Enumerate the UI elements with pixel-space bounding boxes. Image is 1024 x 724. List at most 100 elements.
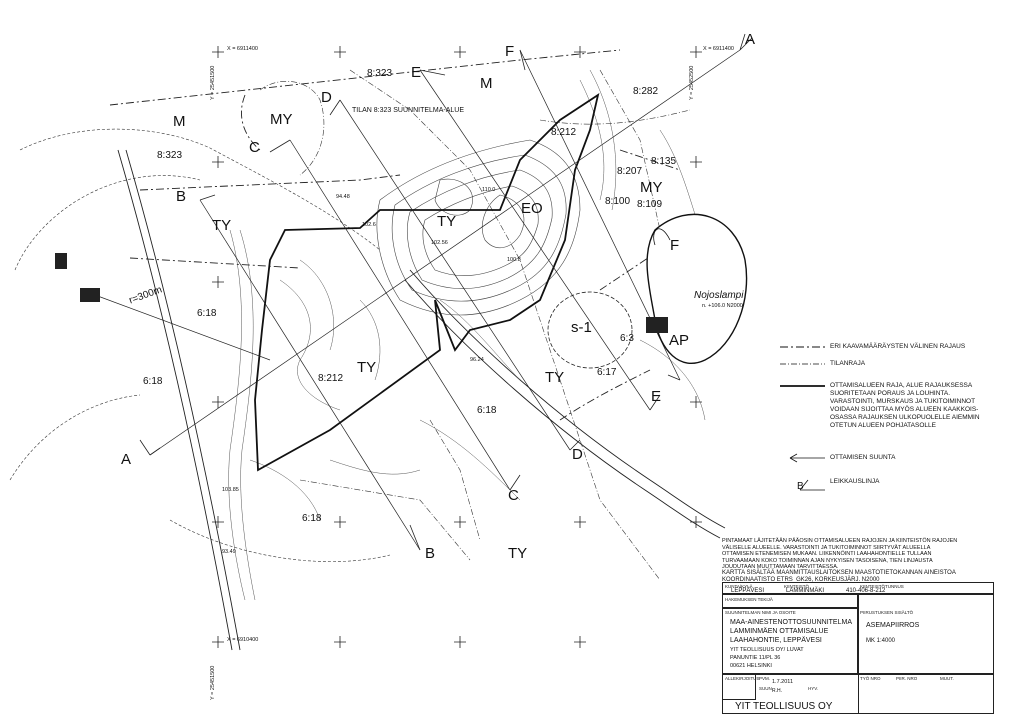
section-letter: F (670, 237, 680, 254)
tb-header: PIIR. NRO (896, 676, 918, 681)
tb-municipality: LEPPÄVESI (731, 588, 765, 594)
zone-label: s-1 (571, 319, 592, 336)
parcel-label: 8:212 (318, 373, 344, 384)
zone-label: MY (640, 179, 663, 196)
quarry-excavation (376, 139, 581, 316)
parcel-label: 6:17 (597, 367, 617, 378)
tb-plan-line: YIT TEOLLISUUS OY/ LUVAT (730, 647, 804, 653)
parcel-label: 6:18 (143, 376, 163, 387)
extraction-area-boundary (254, 93, 600, 472)
tb-drawn: R.H. (772, 688, 782, 694)
title-block-cell (722, 674, 756, 700)
title-block-row (722, 582, 994, 594)
section-letter: C (249, 139, 260, 156)
elevation-label: 110.0 (482, 187, 496, 193)
zone-label: M (173, 113, 186, 130)
zoning-boundaries (109, 49, 681, 421)
elevation-label: 102.56 (431, 240, 448, 246)
zone-label: TY (508, 545, 528, 562)
elevation-label: 93.49 (222, 549, 236, 555)
elevation-label: 94.48 (336, 194, 350, 200)
tb-property-id: 410-406-8-212 (846, 588, 886, 594)
parcel-label: 6:18 (197, 308, 217, 319)
lake-level: n. +106.0 N2000 (702, 303, 743, 309)
parcel-label: 8:212 (551, 127, 577, 138)
redaction-box (55, 253, 67, 269)
parcel-label: 8:207 (617, 166, 643, 177)
title-block-row (722, 608, 858, 674)
road (117, 149, 726, 651)
parcel-label: 8:323 (367, 68, 393, 79)
parcel-label: 8:282 (633, 86, 659, 97)
protected-area-s1 (547, 291, 633, 369)
tb-header: SUUNNITELMAN NIMI JA OSOITE (725, 610, 796, 615)
legend-section-line: LEIKKAUSLINJA (830, 478, 880, 485)
zone-label: TY (545, 369, 565, 386)
tb-header: MUUT. (940, 676, 954, 681)
section-letter: E (651, 388, 662, 405)
tb-plan-line: PANUNTIE 11/PL 36 (730, 655, 781, 661)
coordinate-label: X = 6911400 (227, 46, 258, 52)
tb-header: KIINTEISTÖ (784, 584, 810, 589)
tb-header: KIINTEISTÖTUNNUS (860, 584, 904, 589)
legend-section-letter: B (797, 481, 804, 492)
tb-plan-line: 00621 HELSINKI (730, 663, 772, 669)
zone-label: AP (669, 332, 690, 349)
tb-header: KUNTA/KYLÄ (725, 584, 753, 589)
tb-header: SUUN. (759, 686, 774, 691)
parcel-label: 6:18 (477, 405, 497, 416)
zone-label: M (480, 75, 493, 92)
lake-nojoslampi (646, 213, 748, 365)
radius-300m-circle (9, 128, 391, 562)
parcel-label: 8:109 (637, 199, 663, 210)
elevation-label: 102.6 (362, 222, 376, 228)
section-letter: C (508, 487, 519, 504)
title-block-row (858, 594, 994, 674)
section-letter: A (745, 31, 756, 48)
grid-crosses (212, 46, 702, 648)
parcel-label: 6:18 (302, 513, 322, 524)
tb-header: TYÖ NRO (860, 676, 881, 681)
zone-label: TY (437, 213, 457, 230)
coordinate-label: Y = 25452500 (689, 65, 695, 100)
title-block-cell (858, 674, 994, 714)
tb-header: HAKEMUKSEN TEKIJÄ (725, 597, 773, 602)
section-letter: B (425, 545, 436, 562)
zone-label: TY (357, 359, 377, 376)
map-source-note: KARTTA SISÄLTÄÄ MAANMITTAUSLAITOKSEN MAA… (722, 570, 956, 583)
legend-zoning-boundary: ERI KAAVAMÄÄRÄYSTEN VÄLINEN RAJAUS (830, 343, 966, 350)
tb-header: HYV. (808, 686, 819, 691)
tb-header: ALLEKIRJOITUS (725, 676, 760, 681)
redaction-box (80, 288, 100, 302)
section-letter: E (411, 64, 422, 81)
coordinate-label: Y = 25451500 (210, 65, 216, 100)
section-markers (139, 33, 753, 551)
tb-header: PVM. (759, 676, 771, 681)
parcel-label: 8:323 (157, 150, 183, 161)
parcel-label: 8:100 (605, 196, 631, 207)
zone-label: TY (212, 217, 232, 234)
tb-farm: LAMMINMÄKI (786, 588, 825, 594)
legend-symbols (780, 346, 825, 491)
tb-date: 1.7.2011 (772, 679, 794, 685)
elevation-label: 100.8 (507, 257, 521, 263)
section-letter: B (176, 188, 187, 205)
redaction-box (646, 317, 668, 333)
elevation-label: 96.24 (470, 357, 484, 363)
parcel-label: 8:135 (651, 156, 677, 167)
tb-header: PIIRUSTUKSEN SISÄLTÖ (860, 610, 914, 615)
legend-extraction-boundary: OTTAMISALUEEN RAJA, ALUE RAJAUKSESSA SUO… (830, 382, 980, 429)
section-lines (149, 49, 741, 551)
section-letter: D (572, 446, 583, 463)
coordinate-label: X = 6910400 (227, 637, 259, 643)
zone-label: MY (270, 111, 293, 128)
plan-area-label: TILAN 8:323 SUUNNITELMA-ALUE (352, 107, 465, 114)
section-letter: A (121, 451, 132, 468)
terrain-contours (228, 69, 706, 601)
section-letter: F (505, 43, 515, 60)
tb-scale: MK 1:4000 (866, 638, 896, 644)
tb-plan-line: MAA-AINESTENOTTOSUUNNITELMA (730, 619, 852, 626)
zone-label: EO (521, 200, 543, 217)
tb-plan-line: LAAHAHONTIE, LEPPÄVESI (730, 637, 822, 644)
